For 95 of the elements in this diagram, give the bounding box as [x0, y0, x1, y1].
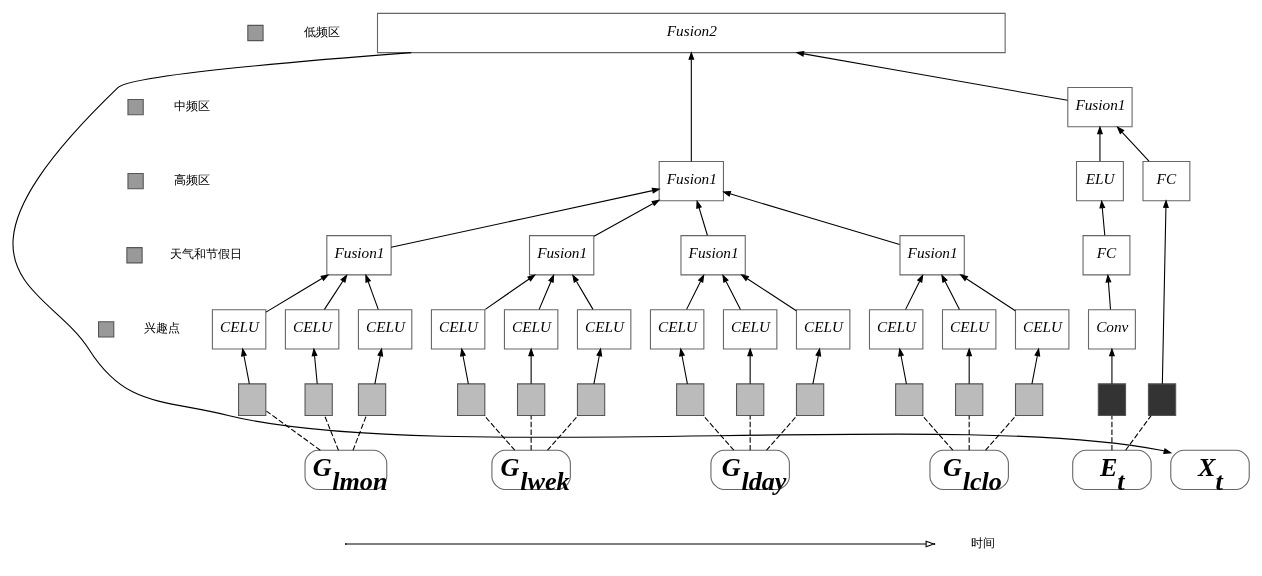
connector: [546, 414, 579, 451]
arrow: [1108, 346, 1115, 384]
arrow: [905, 273, 924, 310]
legend-label: 兴趣点: [144, 320, 181, 335]
connector: [324, 414, 339, 451]
arrow: [241, 346, 250, 384]
connector: [1111, 414, 1113, 451]
arrow: [795, 50, 1069, 101]
node-label: lday: [741, 466, 787, 496]
arrow: [722, 273, 741, 310]
arrow: [390, 187, 661, 248]
node-box: ELU: [1075, 160, 1124, 201]
node-box: [1097, 382, 1127, 416]
node-box: CELU: [503, 308, 559, 350]
node-box: [357, 382, 387, 416]
arrow: [1105, 273, 1112, 310]
arrow: [898, 346, 907, 384]
arrow: [941, 273, 960, 310]
arrow: [688, 50, 695, 162]
arrow: [365, 273, 379, 310]
node-box: Fusion1: [1067, 86, 1133, 127]
node-box: Fusion1: [899, 234, 965, 275]
node-box: [516, 382, 546, 416]
arrow: [959, 273, 1016, 311]
node-box: [304, 382, 333, 416]
node-box: [736, 382, 765, 416]
node-box: [1014, 382, 1044, 416]
node-box: Conv: [1087, 308, 1136, 350]
node-box: CELU: [357, 308, 413, 350]
arrow: [311, 346, 318, 384]
arrow: [812, 347, 822, 384]
node-box: [895, 382, 924, 416]
node-box: Fusion1: [326, 234, 392, 275]
arrow: [323, 273, 348, 310]
connector: [265, 409, 321, 451]
connector: [749, 414, 751, 451]
arrow: [696, 199, 708, 236]
arrow: [1099, 199, 1106, 236]
connector: [1125, 414, 1152, 451]
arrow: [686, 273, 705, 310]
label: 时间: [970, 535, 995, 550]
connector: [483, 414, 516, 451]
arrow: [747, 346, 754, 384]
arrow: [12, 51, 1173, 454]
arrow: [593, 347, 603, 384]
arrow: [1161, 198, 1169, 384]
node-box: CELU: [868, 308, 924, 350]
node-box: CELU: [1014, 308, 1070, 350]
node-box: CELU: [576, 308, 632, 350]
arrow: [1096, 125, 1103, 162]
arrow: [484, 273, 536, 310]
connector: [530, 414, 532, 451]
legend-label: 天气和节假日: [170, 246, 243, 261]
connector: [702, 414, 735, 451]
node-box: CELU: [211, 308, 267, 350]
legend-label: 高频区: [173, 172, 210, 187]
connector: [921, 414, 954, 451]
arrow: [966, 346, 973, 384]
node-box: [457, 382, 486, 416]
arrow: [265, 273, 330, 313]
legend-label: 中频区: [173, 98, 210, 113]
arrow: [460, 346, 469, 384]
node-box: FC: [1082, 234, 1131, 275]
node-box: [955, 382, 984, 416]
node-box: CELU: [795, 308, 851, 350]
arrow: [538, 273, 555, 310]
node-box: Fusion1: [658, 160, 724, 201]
node-box: [795, 382, 825, 416]
connector: [985, 414, 1017, 451]
node-box: CELU: [430, 308, 486, 350]
node-box: Fusion1: [528, 234, 595, 275]
node-box: CELU: [649, 308, 705, 350]
node-box: [1147, 382, 1177, 416]
node-box: [676, 382, 705, 416]
arrow: [740, 273, 797, 311]
arrow: [572, 273, 594, 310]
legend-label: 低频区: [304, 24, 341, 39]
arrow: [679, 346, 688, 384]
node-box: [238, 382, 267, 416]
node-box: CELU: [941, 308, 997, 350]
node-box: CELU: [722, 308, 778, 350]
arrow: [593, 198, 661, 237]
node-box: [576, 382, 606, 416]
node-box: Fusion2: [376, 12, 1006, 53]
arrow: [1031, 347, 1041, 384]
arrow: [722, 190, 901, 245]
connector: [766, 414, 798, 451]
connector: [352, 414, 367, 451]
arrow: [374, 347, 384, 384]
arrow: [1116, 125, 1150, 162]
node-box: FC: [1142, 160, 1191, 201]
node-box: Fusion1: [680, 234, 746, 275]
node-box: CELU: [284, 308, 340, 350]
connector: [968, 414, 970, 451]
arrow: [528, 346, 535, 384]
